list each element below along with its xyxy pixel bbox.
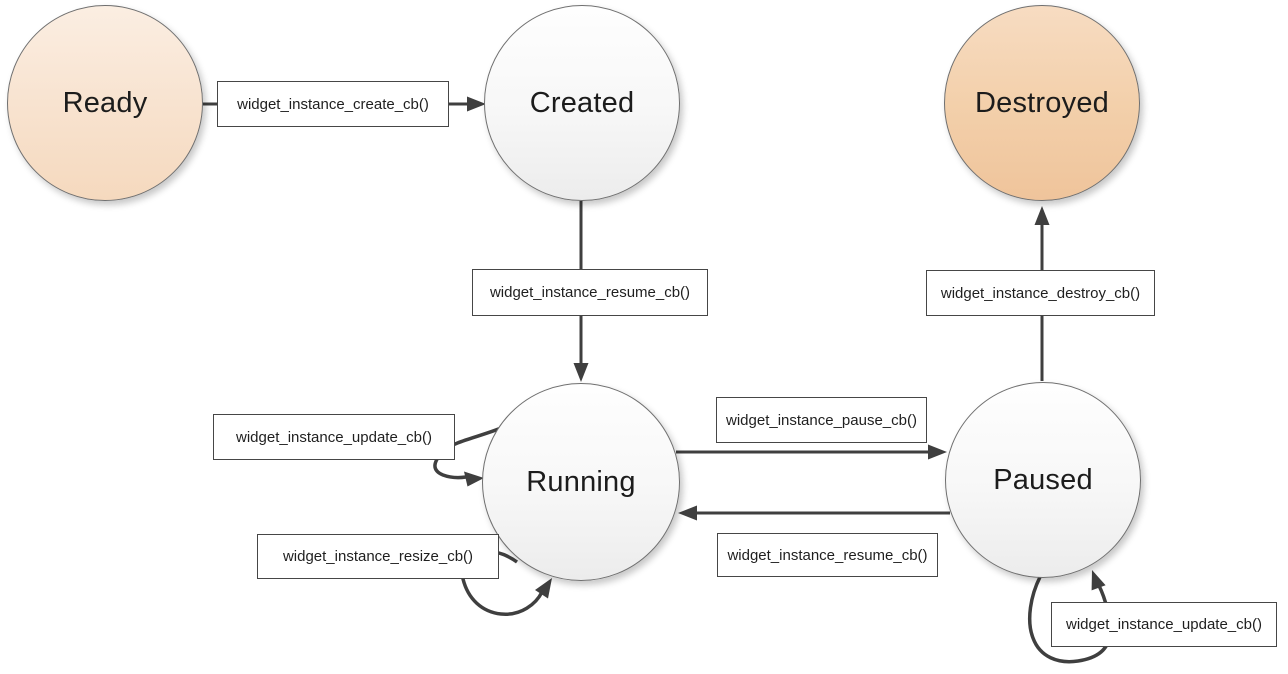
transition-label-resume-top: widget_instance_resume_cb() xyxy=(472,269,708,316)
state-destroyed-label: Destroyed xyxy=(975,86,1109,119)
edge-running-self-update xyxy=(433,421,514,487)
state-paused: Paused xyxy=(945,382,1141,578)
edge-paused-running xyxy=(678,505,950,521)
state-created: Created xyxy=(484,5,680,201)
transition-label-create: widget_instance_create_cb() xyxy=(217,81,449,127)
state-ready-label: Ready xyxy=(62,86,148,119)
transition-label-resume-top-text: widget_instance_resume_cb() xyxy=(489,284,691,301)
state-destroyed: Destroyed xyxy=(944,5,1140,201)
state-running: Running xyxy=(482,383,680,581)
state-created-label: Created xyxy=(529,86,635,119)
transition-label-update-running-text: widget_instance_update_cb() xyxy=(236,428,432,446)
transition-label-create-text: widget_instance_create_cb() xyxy=(237,95,429,113)
transition-label-update-running: widget_instance_update_cb() xyxy=(213,414,455,460)
state-ready: Ready xyxy=(7,5,203,201)
transition-label-resize: widget_instance_resize_cb() xyxy=(257,534,499,579)
transition-label-pause-text: widget_instance_pause_cb() xyxy=(726,411,917,429)
transition-label-pause: widget_instance_pause_cb() xyxy=(716,397,927,443)
transition-label-destroy-text: widget_instance_destroy_cb() xyxy=(940,284,1141,302)
state-paused-label: Paused xyxy=(993,463,1093,496)
edge-running-paused xyxy=(676,444,947,460)
transition-label-resize-text: widget_instance_resize_cb() xyxy=(282,548,474,565)
transition-label-resume-bottom: widget_instance_resume_cb() xyxy=(717,533,938,577)
transition-label-destroy: widget_instance_destroy_cb() xyxy=(926,270,1155,316)
transition-label-update-paused: widget_instance_update_cb() xyxy=(1051,602,1277,647)
transition-label-update-paused-text: widget_instance_update_cb() xyxy=(1066,616,1262,633)
transition-label-resume-bottom-text: widget_instance_resume_cb() xyxy=(727,546,928,564)
state-running-label: Running xyxy=(526,465,636,498)
